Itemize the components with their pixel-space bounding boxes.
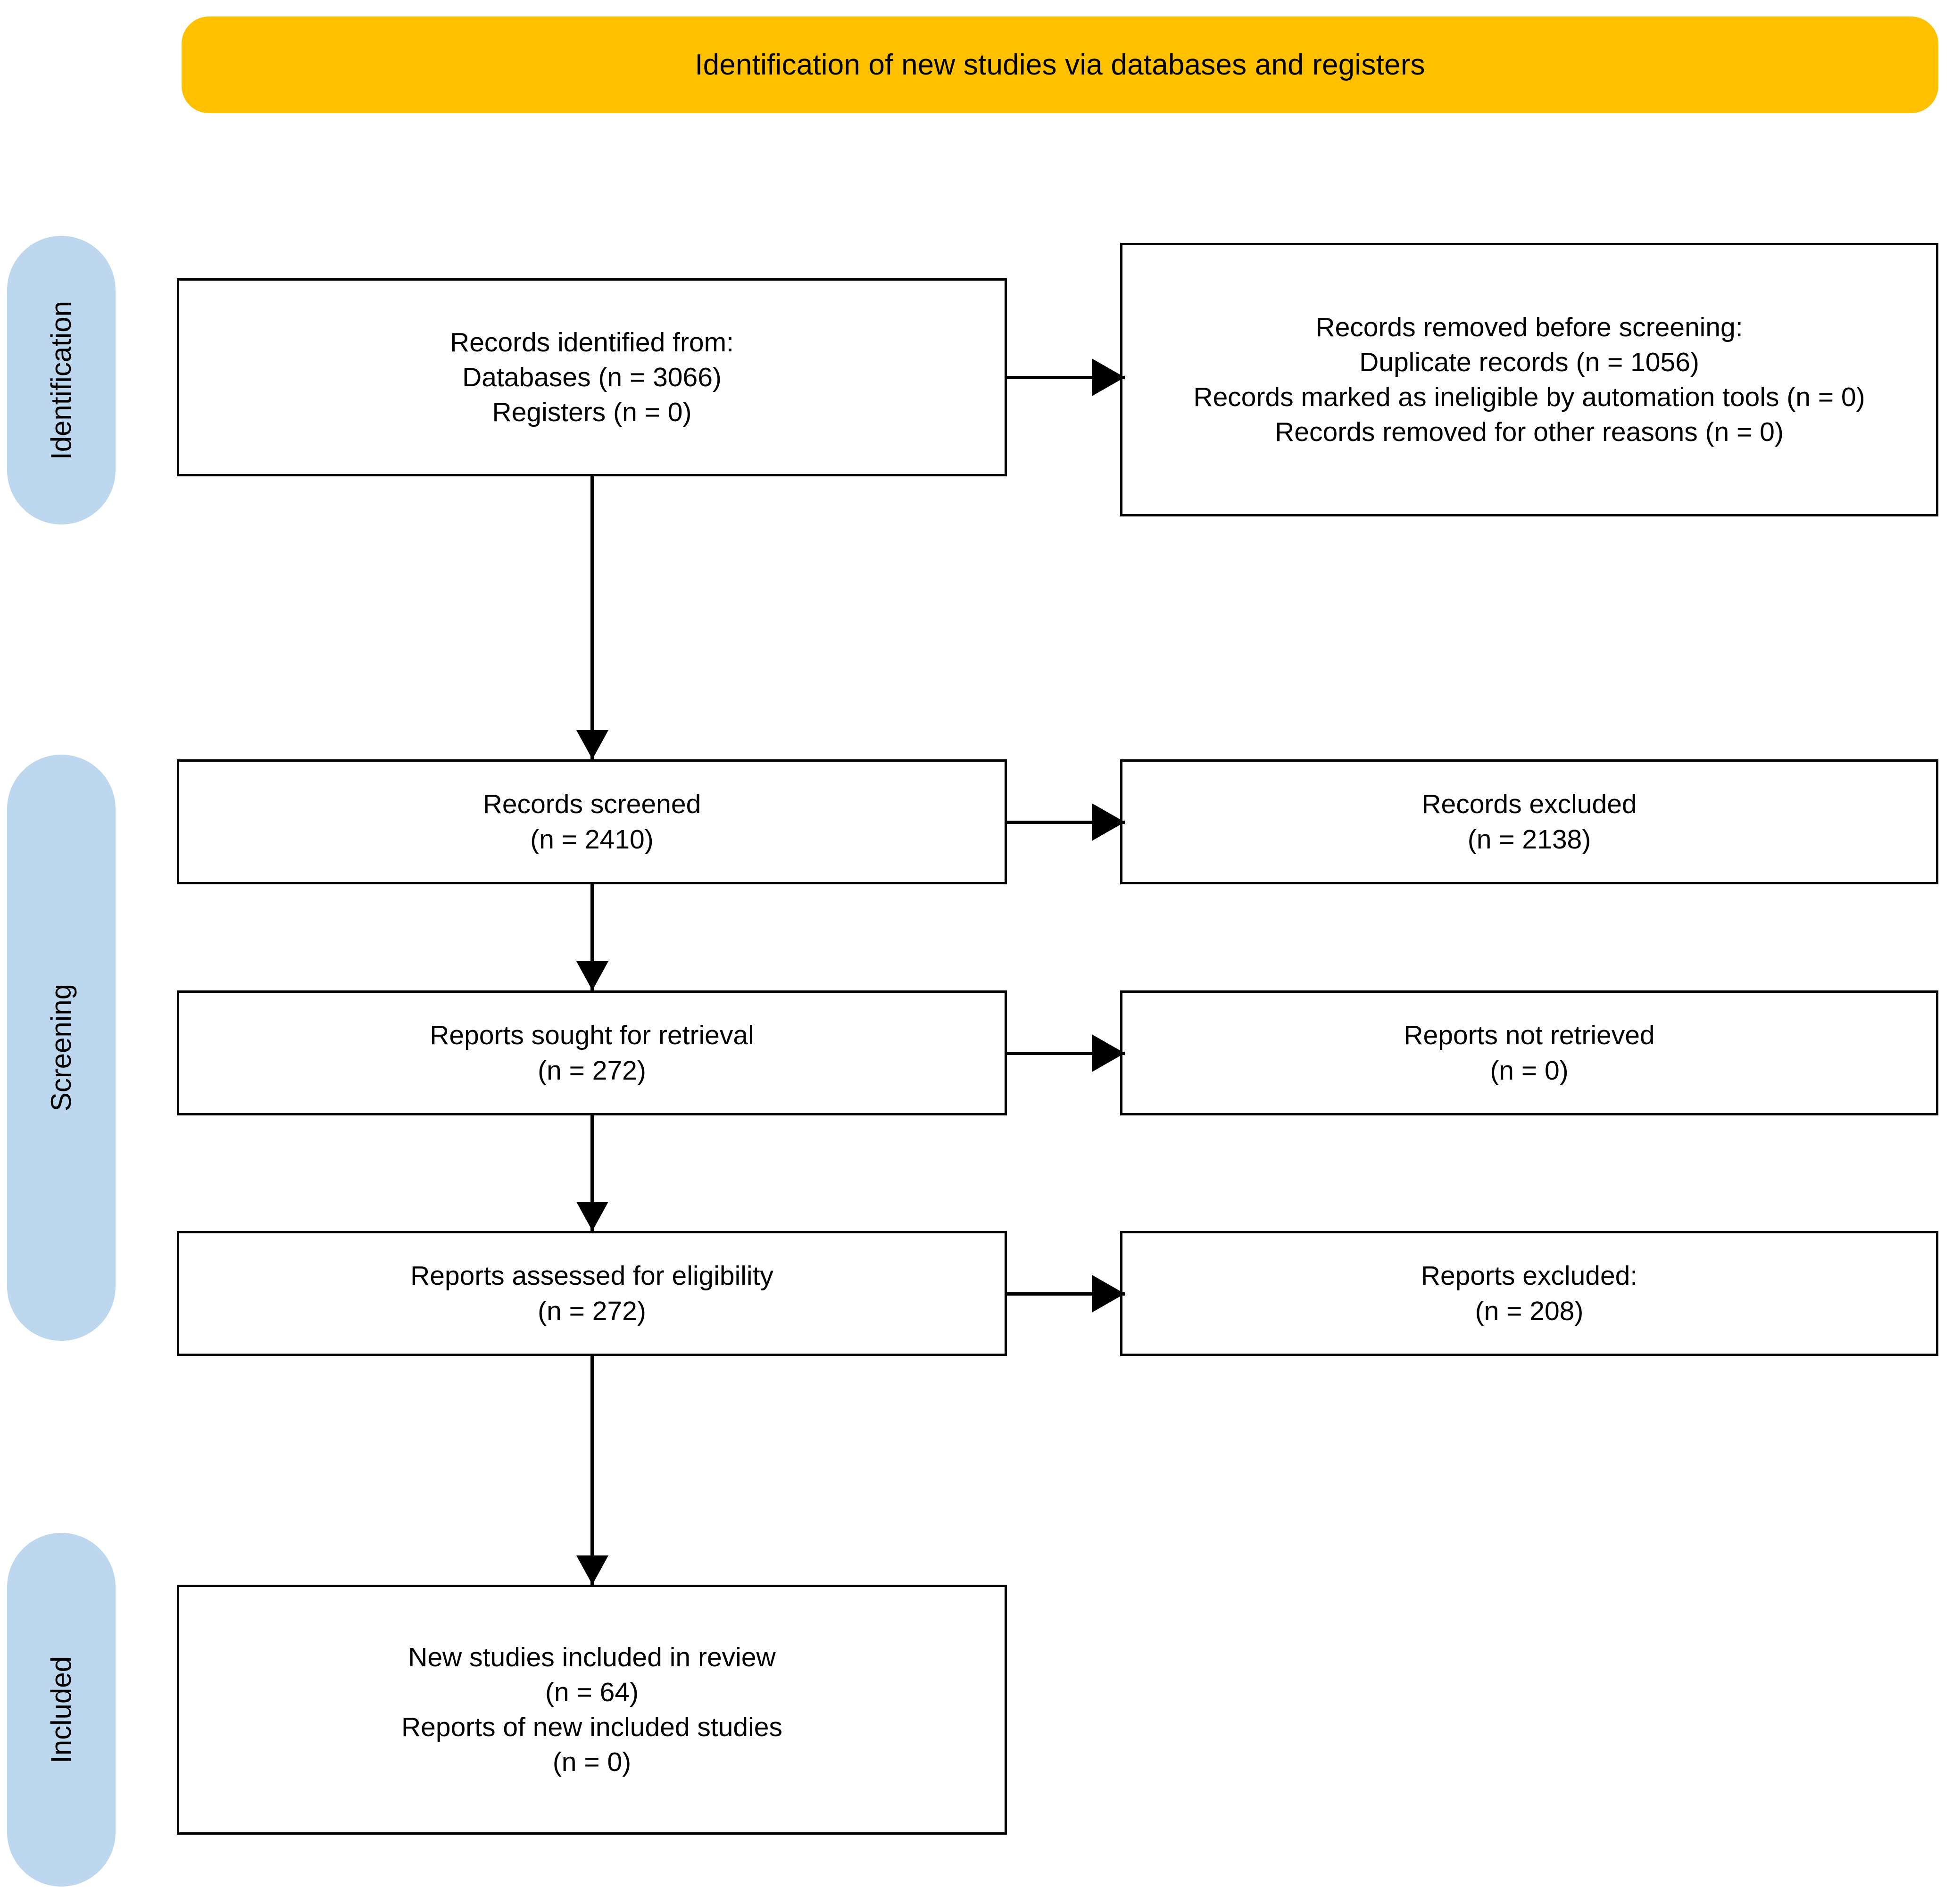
box-line: Reports of new included studies [401, 1712, 782, 1742]
stage-label-included: Included [45, 1656, 77, 1763]
box-line: New studies included in review [408, 1642, 776, 1672]
box-reports-not-retrieved: Reports not retrieved (n = 0) [1120, 990, 1938, 1115]
box-line: (n = 0) [552, 1747, 632, 1778]
box-records-excluded: Records excluded (n = 2138) [1120, 759, 1938, 884]
stage-pill-screening: Screening [7, 755, 116, 1341]
box-line: (n = 272) [538, 1296, 646, 1326]
box-records-removed-before-screening: Records removed before screening: Duplic… [1120, 243, 1938, 516]
box-line: Records removed before screening: [1315, 312, 1743, 342]
box-line: Reports excluded: [1421, 1261, 1638, 1291]
box-line: (n = 0) [1490, 1055, 1569, 1086]
box-line: Reports assessed for eligibility [410, 1261, 773, 1291]
box-records-screened: Records screened (n = 2410) [177, 759, 1007, 884]
box-line: Records removed for other reasons (n = 0… [1275, 417, 1784, 448]
box-line: Reports not retrieved [1404, 1020, 1655, 1051]
box-new-studies-included: New studies included in review (n = 64) … [177, 1585, 1007, 1835]
box-line: (n = 2410) [530, 824, 654, 855]
box-line: Records identified from: [450, 327, 734, 358]
box-line: (n = 64) [545, 1677, 639, 1707]
box-line: Databases (n = 3066) [462, 362, 722, 392]
header-banner: Identification of new studies via databa… [182, 17, 1938, 113]
stage-label-identification: Identification [45, 300, 77, 460]
stage-pill-included: Included [7, 1533, 116, 1887]
page-title: Identification of new studies via databa… [695, 48, 1425, 81]
box-reports-excluded: Reports excluded: (n = 208) [1120, 1231, 1938, 1356]
box-line: (n = 272) [538, 1055, 646, 1086]
stage-label-screening: Screening [45, 984, 77, 1112]
box-records-identified: Records identified from: Databases (n = … [177, 278, 1007, 476]
stage-pill-identification: Identification [7, 236, 116, 524]
box-line: Records marked as ineligible by automati… [1193, 382, 1865, 412]
box-line: Records screened [482, 789, 701, 820]
box-line: Duplicate records (n = 1056) [1359, 347, 1699, 377]
box-reports-sought-for-retrieval: Reports sought for retrieval (n = 272) [177, 990, 1007, 1115]
box-line: (n = 2138) [1467, 824, 1591, 855]
box-line: Registers (n = 0) [492, 397, 692, 428]
box-reports-assessed-for-eligibility: Reports assessed for eligibility (n = 27… [177, 1231, 1007, 1356]
box-line: Reports sought for retrieval [430, 1020, 754, 1051]
box-line: (n = 208) [1475, 1296, 1584, 1326]
box-line: Records excluded [1421, 789, 1637, 820]
